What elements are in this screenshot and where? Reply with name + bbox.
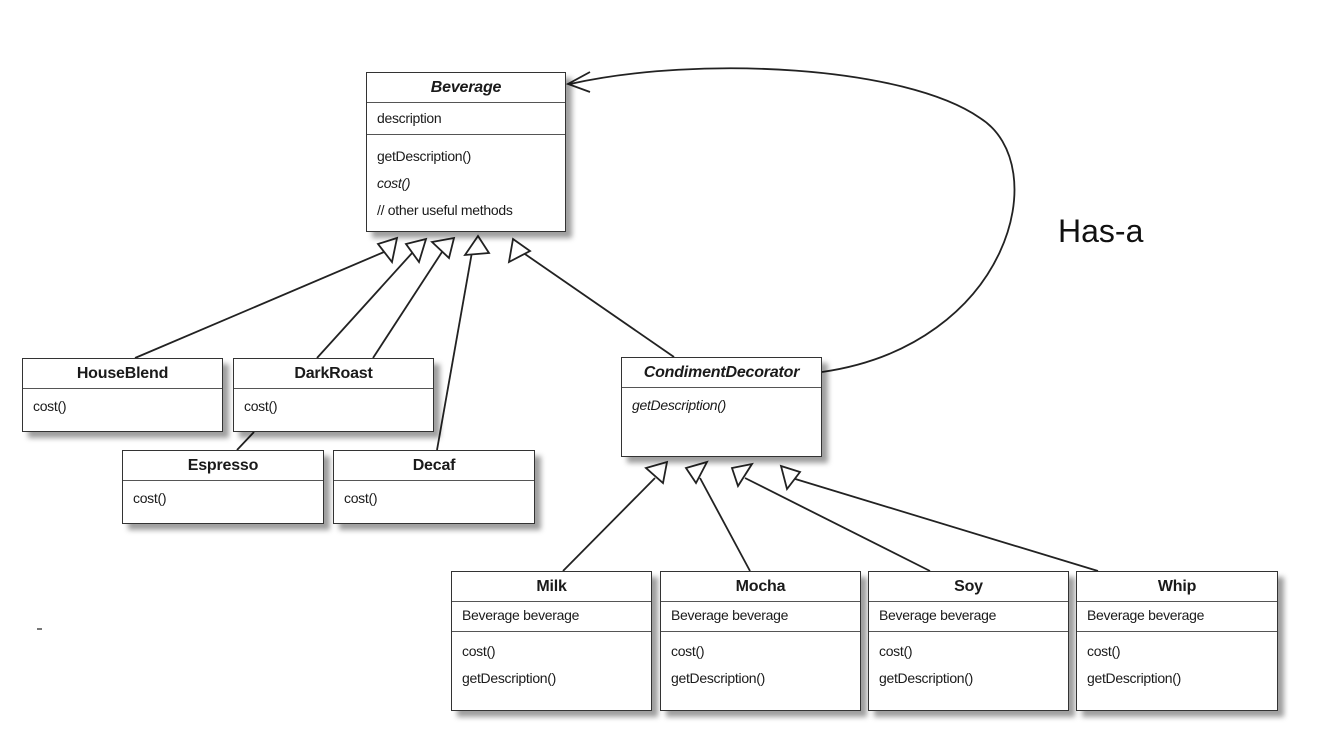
method-getdescription: getDescription()	[1087, 670, 1182, 686]
class-name-soy: Soy	[869, 572, 1068, 602]
inherit-arrowhead-darkroast-1	[404, 237, 428, 264]
inherit-line-decaf	[436, 251, 473, 451]
inherit-arrowhead-condimentdecorator	[507, 237, 532, 264]
method-cost: cost()	[244, 398, 278, 414]
method-comment: // other useful methods	[377, 202, 513, 218]
class-whip: Whip Beverage beverage cost() getDescrip…	[1076, 571, 1278, 711]
inherit-line-soy	[744, 477, 931, 572]
method-cost: cost()	[133, 490, 167, 506]
inherit-line-espresso	[236, 431, 255, 451]
class-beverage: Beverage description getDescription() co…	[366, 72, 566, 232]
attributes-beverage: description	[367, 103, 565, 135]
inherit-line-milk	[562, 477, 656, 572]
method-cost: cost()	[671, 643, 705, 659]
attribute-description: description	[377, 110, 442, 126]
class-name-whip: Whip	[1077, 572, 1277, 602]
inherit-arrowhead-whip	[779, 464, 802, 492]
methods-beverage: getDescription() cost() // other useful …	[367, 135, 565, 230]
methods-decaf: cost()	[334, 481, 534, 518]
inherit-arrowhead-soy	[730, 462, 754, 489]
class-name-houseblend: HouseBlend	[23, 359, 222, 389]
class-mocha: Mocha Beverage beverage cost() getDescri…	[660, 571, 861, 711]
attributes-milk: Beverage beverage	[452, 602, 651, 632]
attributes-soy: Beverage beverage	[869, 602, 1068, 632]
inherit-line-darkroast-2	[372, 251, 443, 359]
attributes-whip: Beverage beverage	[1077, 602, 1277, 632]
methods-milk: cost() getDescription()	[452, 632, 651, 698]
methods-mocha: cost() getDescription()	[661, 632, 860, 698]
has-a-arrowhead	[565, 71, 591, 93]
class-condimentdecorator: CondimentDecorator getDescription()	[621, 357, 822, 457]
inherit-line-condimentdecorator	[521, 251, 675, 358]
method-cost: cost()	[879, 643, 913, 659]
method-getdescription: getDescription()	[462, 670, 557, 686]
methods-darkroast: cost()	[234, 389, 433, 426]
inherit-arrowhead-darkroast-2	[430, 236, 456, 260]
attribute-beverage: Beverage beverage	[879, 607, 997, 623]
inherit-arrowhead-decaf	[463, 234, 491, 257]
methods-condimentdecorator: getDescription()	[622, 388, 821, 425]
class-darkroast: DarkRoast cost()	[233, 358, 434, 432]
inherit-arrowhead-milk	[644, 460, 669, 485]
method-cost: cost()	[33, 398, 67, 414]
inherit-line-houseblend	[134, 251, 385, 359]
class-espresso: Espresso cost()	[122, 450, 324, 524]
class-name-espresso: Espresso	[123, 451, 323, 481]
class-name-condimentdecorator: CondimentDecorator	[622, 358, 821, 388]
attributes-mocha: Beverage beverage	[661, 602, 860, 632]
attribute-beverage: Beverage beverage	[671, 607, 789, 623]
method-getdescription: getDescription()	[671, 670, 766, 686]
method-cost: cost()	[344, 490, 378, 506]
method-cost: cost()	[1087, 643, 1121, 659]
class-milk: Milk Beverage beverage cost() getDescrip…	[451, 571, 652, 711]
methods-houseblend: cost()	[23, 389, 222, 426]
inherit-line-mocha	[699, 477, 751, 572]
method-getdescription: getDescription()	[377, 148, 472, 164]
methods-whip: cost() getDescription()	[1077, 632, 1277, 698]
methods-soy: cost() getDescription()	[869, 632, 1068, 698]
inherit-line-whip	[791, 477, 1099, 572]
class-name-mocha: Mocha	[661, 572, 860, 602]
attribute-beverage: Beverage beverage	[462, 607, 580, 623]
class-name-milk: Milk	[452, 572, 651, 602]
method-getdescription-abstract: getDescription()	[632, 397, 727, 413]
class-decaf: Decaf cost()	[333, 450, 535, 524]
method-cost-abstract: cost()	[377, 175, 411, 191]
inherit-line-darkroast-1	[316, 251, 414, 359]
method-getdescription: getDescription()	[879, 670, 974, 686]
class-houseblend: HouseBlend cost()	[22, 358, 223, 432]
method-cost: cost()	[462, 643, 496, 659]
class-name-darkroast: DarkRoast	[234, 359, 433, 389]
inherit-arrowhead-houseblend	[376, 236, 399, 265]
stray-mark	[37, 628, 42, 630]
methods-espresso: cost()	[123, 481, 323, 518]
has-a-label: Has-a	[1058, 213, 1144, 249]
attribute-beverage: Beverage beverage	[1087, 607, 1205, 623]
class-name-decaf: Decaf	[334, 451, 534, 481]
inherit-arrowhead-mocha	[684, 460, 709, 485]
has-a-association-line	[569, 67, 1016, 373]
class-name-beverage: Beverage	[367, 73, 565, 103]
class-soy: Soy Beverage beverage cost() getDescript…	[868, 571, 1069, 711]
